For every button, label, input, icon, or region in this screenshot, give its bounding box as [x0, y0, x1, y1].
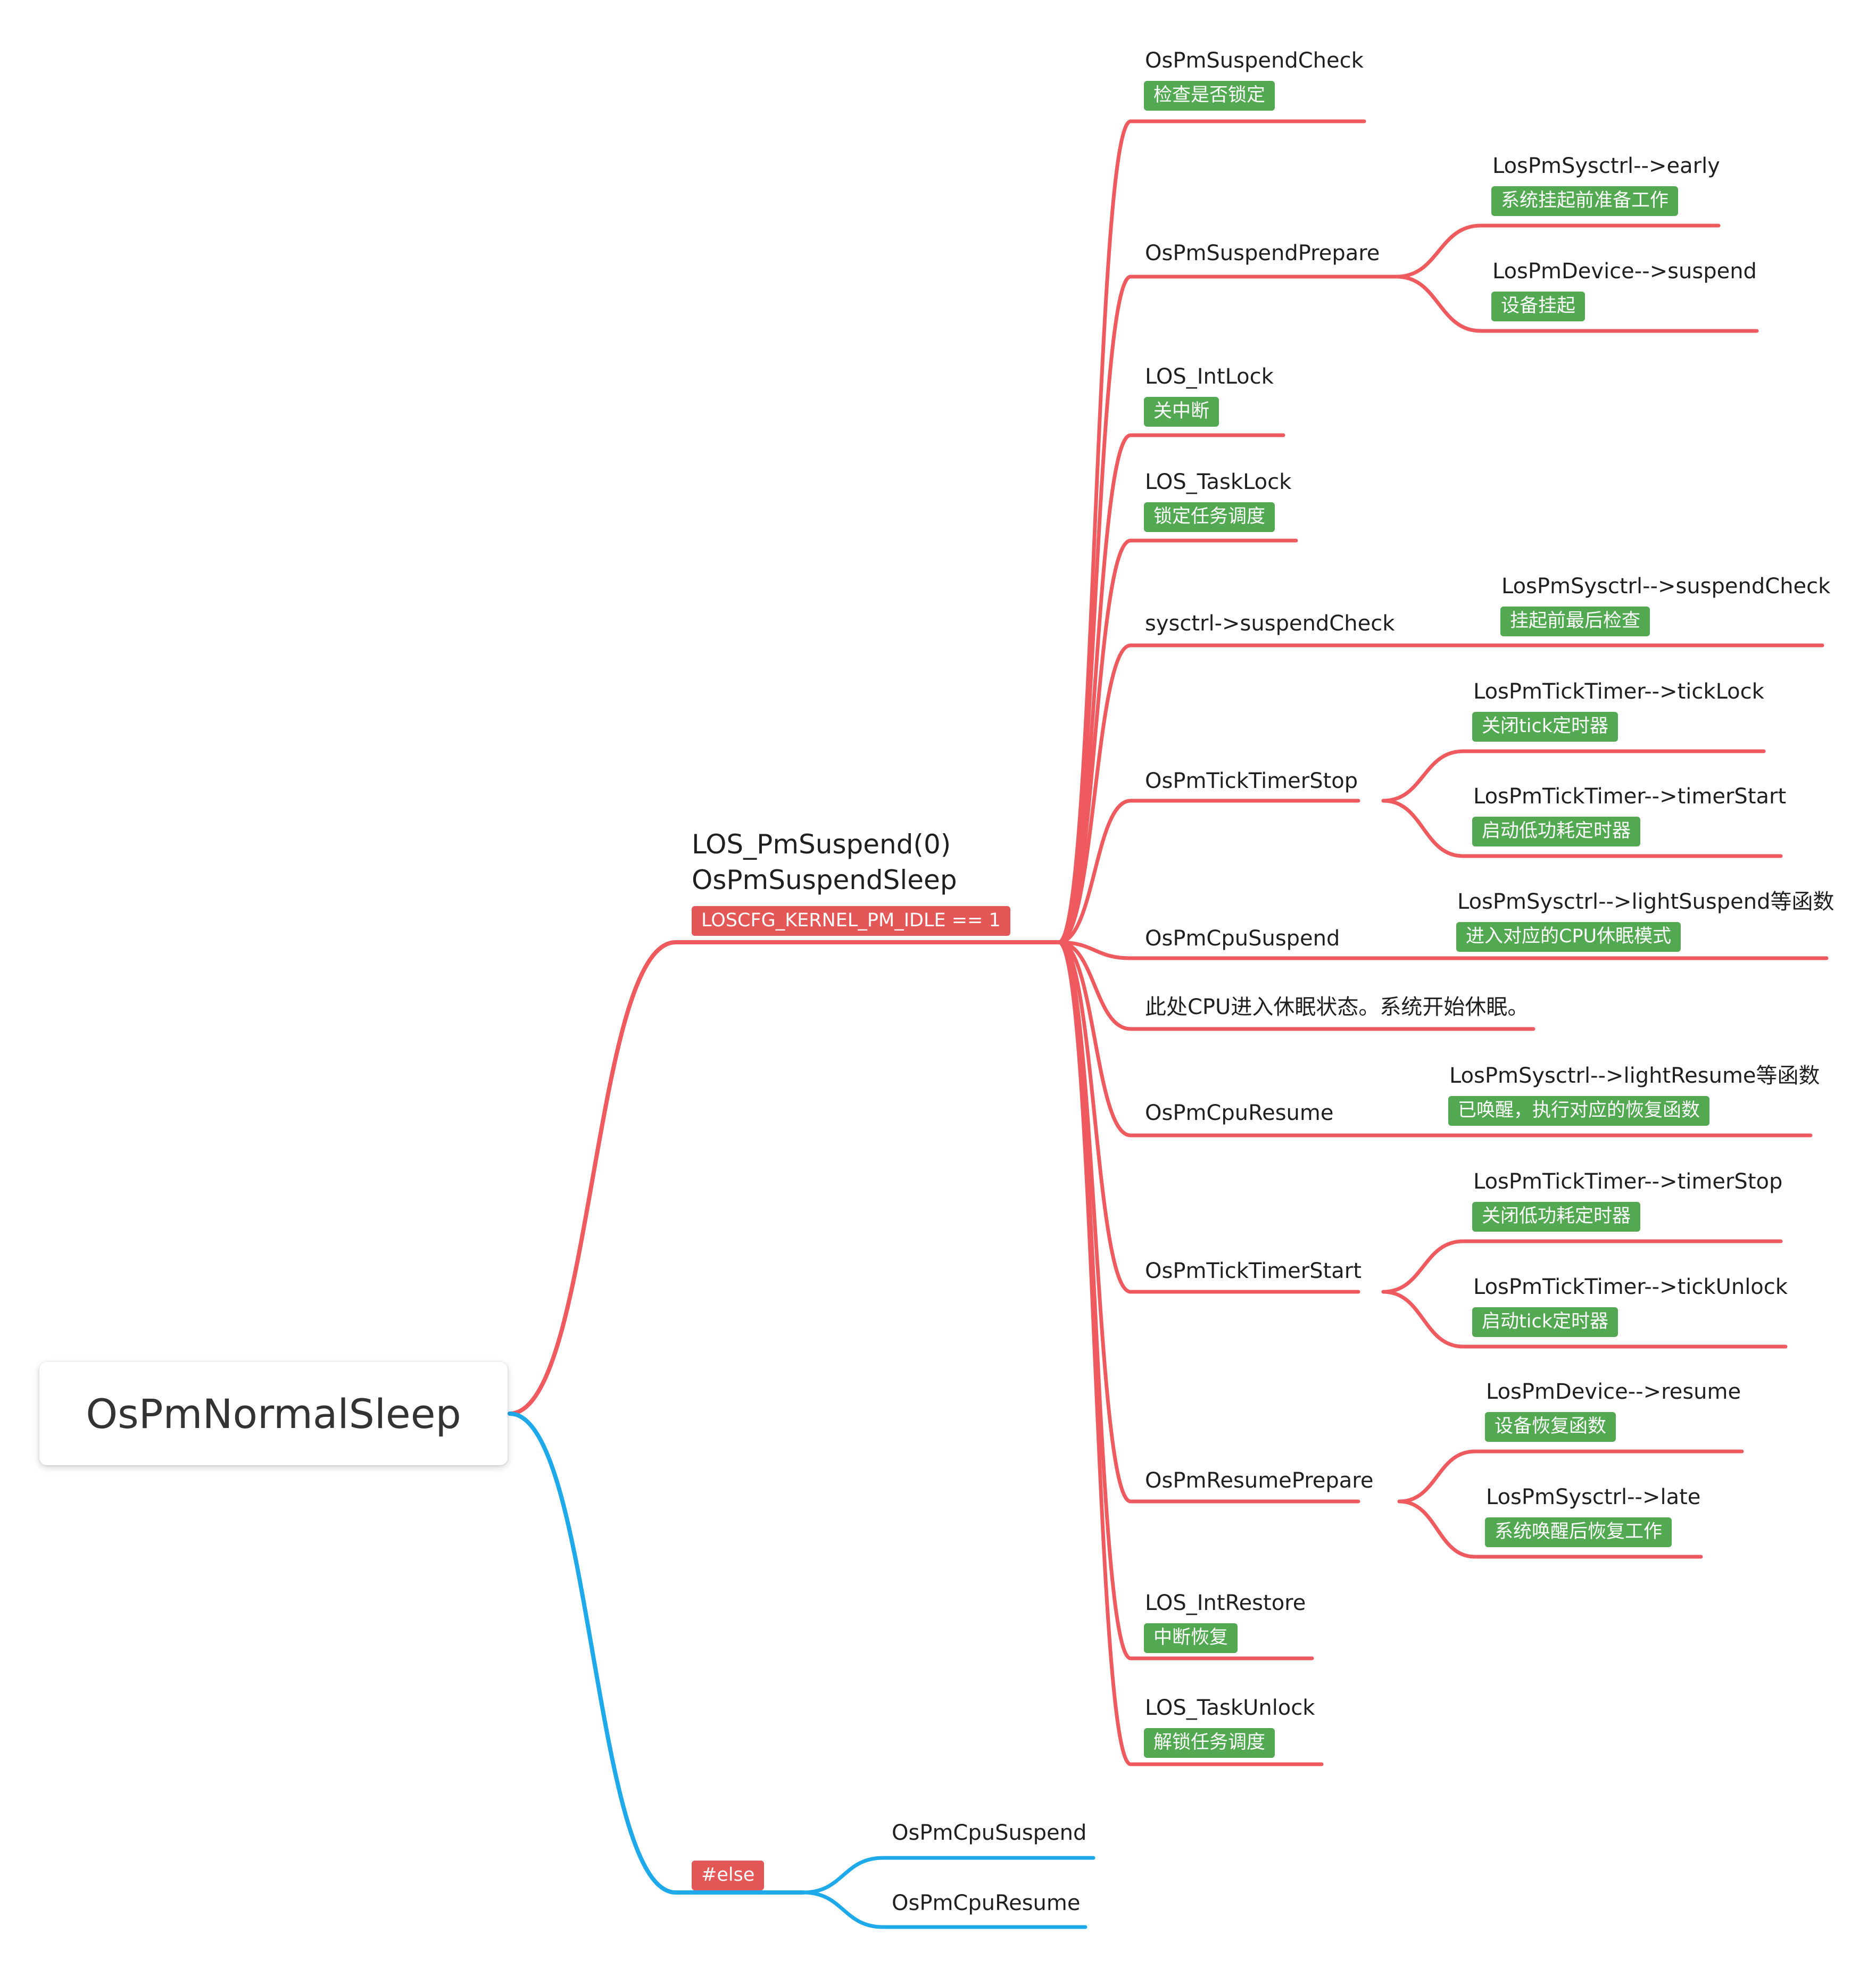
edge-else-child-1 — [801, 1890, 1088, 1929]
sub-step-note: 系统挂起前准备工作 — [1491, 186, 1679, 216]
edge-sub-3 — [1381, 799, 1783, 858]
step-label[interactable]: 此处CPU进入休眠状态。系统开始休眠。 — [1145, 995, 1529, 1019]
edge-sub-7 — [1397, 1499, 1703, 1559]
step-note: 解锁任务调度 — [1144, 1728, 1275, 1758]
edge-step-7 — [1057, 940, 1535, 1031]
sub-step-label[interactable]: LosPmSysctrl-->lightSuspend等函数 — [1457, 890, 1835, 914]
step-note: 中断恢复 — [1144, 1623, 1238, 1653]
condition-badge: LOSCFG_KERNEL_PM_IDLE == 1 — [692, 906, 1010, 936]
sub-step-note: 启动tick定时器 — [1472, 1307, 1618, 1337]
edge-step-10 — [1057, 940, 1360, 1504]
step-label[interactable]: LOS_TaskLock — [1145, 470, 1292, 494]
else-child-label[interactable]: OsPmCpuResume — [892, 1891, 1081, 1915]
sub-step-note: 启动低功耗定时器 — [1472, 817, 1641, 846]
edge-step-6 — [1057, 940, 1829, 960]
sub-step-label[interactable]: LosPmSysctrl-->late — [1486, 1485, 1701, 1509]
root-title: OsPmNormalSleep — [86, 1390, 461, 1438]
sub-step-note: 设备挂起 — [1491, 292, 1586, 321]
edge-step-8 — [1057, 940, 1813, 1138]
step-label[interactable]: LOS_TaskUnlock — [1145, 1696, 1315, 1720]
sub-step-note: 已唤醒，执行对应的恢复函数 — [1448, 1096, 1710, 1126]
sub-step-note: 进入对应的CPU休眠模式 — [1456, 922, 1681, 952]
step-label[interactable]: OsPmTickTimerStart — [1145, 1259, 1362, 1283]
step-label[interactable]: OsPmResumePrepare — [1145, 1468, 1374, 1493]
root-node[interactable]: OsPmNormalSleep — [39, 1362, 508, 1465]
sub-step-label[interactable]: LosPmTickTimer-->timerStop — [1473, 1169, 1783, 1194]
sub-step-label[interactable]: LosPmDevice-->suspend — [1492, 259, 1757, 284]
else-badge: #else — [692, 1861, 765, 1890]
sub-step-label[interactable]: LosPmTickTimer-->timerStart — [1473, 784, 1787, 809]
step-label[interactable]: OsPmCpuSuspend — [1145, 926, 1340, 951]
step-note: 锁定任务调度 — [1144, 502, 1275, 532]
sub-step-label[interactable]: LosPmSysctrl-->suspendCheck — [1501, 574, 1831, 599]
edge-step-1 — [1057, 275, 1402, 944]
sub-step-note: 系统唤醒后恢复工作 — [1485, 1517, 1672, 1547]
step-label[interactable]: OsPmSuspendPrepare — [1145, 241, 1380, 265]
edge-sub-4 — [1381, 1239, 1783, 1294]
step-label[interactable]: OsPmCpuResume — [1145, 1101, 1334, 1125]
step-label[interactable]: OsPmSuspendCheck — [1145, 48, 1364, 73]
edge-step-5 — [1057, 799, 1360, 944]
step-label[interactable]: sysctrl->suspendCheck — [1145, 611, 1395, 636]
edge-step-3 — [1057, 538, 1298, 944]
sub-step-note: 设备恢复函数 — [1485, 1412, 1616, 1442]
sub-step-note: 关闭低功耗定时器 — [1472, 1202, 1641, 1232]
sub-step-note: 挂起前最后检查 — [1500, 607, 1650, 636]
edge-step-4 — [1057, 643, 1824, 944]
suspend-branch-title-2[interactable]: OsPmSuspendSleep — [692, 865, 957, 895]
step-note: 检查是否锁定 — [1144, 81, 1275, 111]
sub-step-label[interactable]: LosPmTickTimer-->tickLock — [1473, 679, 1764, 704]
sub-step-label[interactable]: LosPmTickTimer-->tickUnlock — [1473, 1275, 1788, 1299]
sub-step-label[interactable]: LosPmSysctrl-->lightResume等函数 — [1449, 1064, 1820, 1088]
else-child-label[interactable]: OsPmCpuSuspend — [892, 1821, 1087, 1845]
step-label[interactable]: LOS_IntRestore — [1145, 1591, 1306, 1615]
sub-step-note: 关闭tick定时器 — [1472, 712, 1618, 742]
edge-sub-1 — [1394, 275, 1759, 333]
edge-sub-6 — [1397, 1449, 1744, 1504]
edge-root-to-suspend — [508, 940, 1061, 1416]
sub-step-label[interactable]: LosPmSysctrl-->early — [1492, 154, 1720, 178]
step-label[interactable]: LOS_IntLock — [1145, 364, 1274, 389]
step-note: 关中断 — [1144, 397, 1219, 427]
step-label[interactable]: OsPmTickTimerStop — [1145, 769, 1358, 793]
edge-else-child-0 — [801, 1856, 1095, 1895]
edge-root-to-else — [508, 1412, 806, 1895]
edge-sub-5 — [1381, 1290, 1788, 1349]
edge-step-9 — [1057, 940, 1360, 1294]
edge-sub-0 — [1394, 223, 1721, 279]
edge-step-12 — [1057, 940, 1324, 1766]
edge-sub-2 — [1381, 749, 1766, 803]
sub-step-label[interactable]: LosPmDevice-->resume — [1486, 1380, 1741, 1404]
suspend-branch-title-1[interactable]: LOS_PmSuspend(0) — [692, 829, 951, 860]
